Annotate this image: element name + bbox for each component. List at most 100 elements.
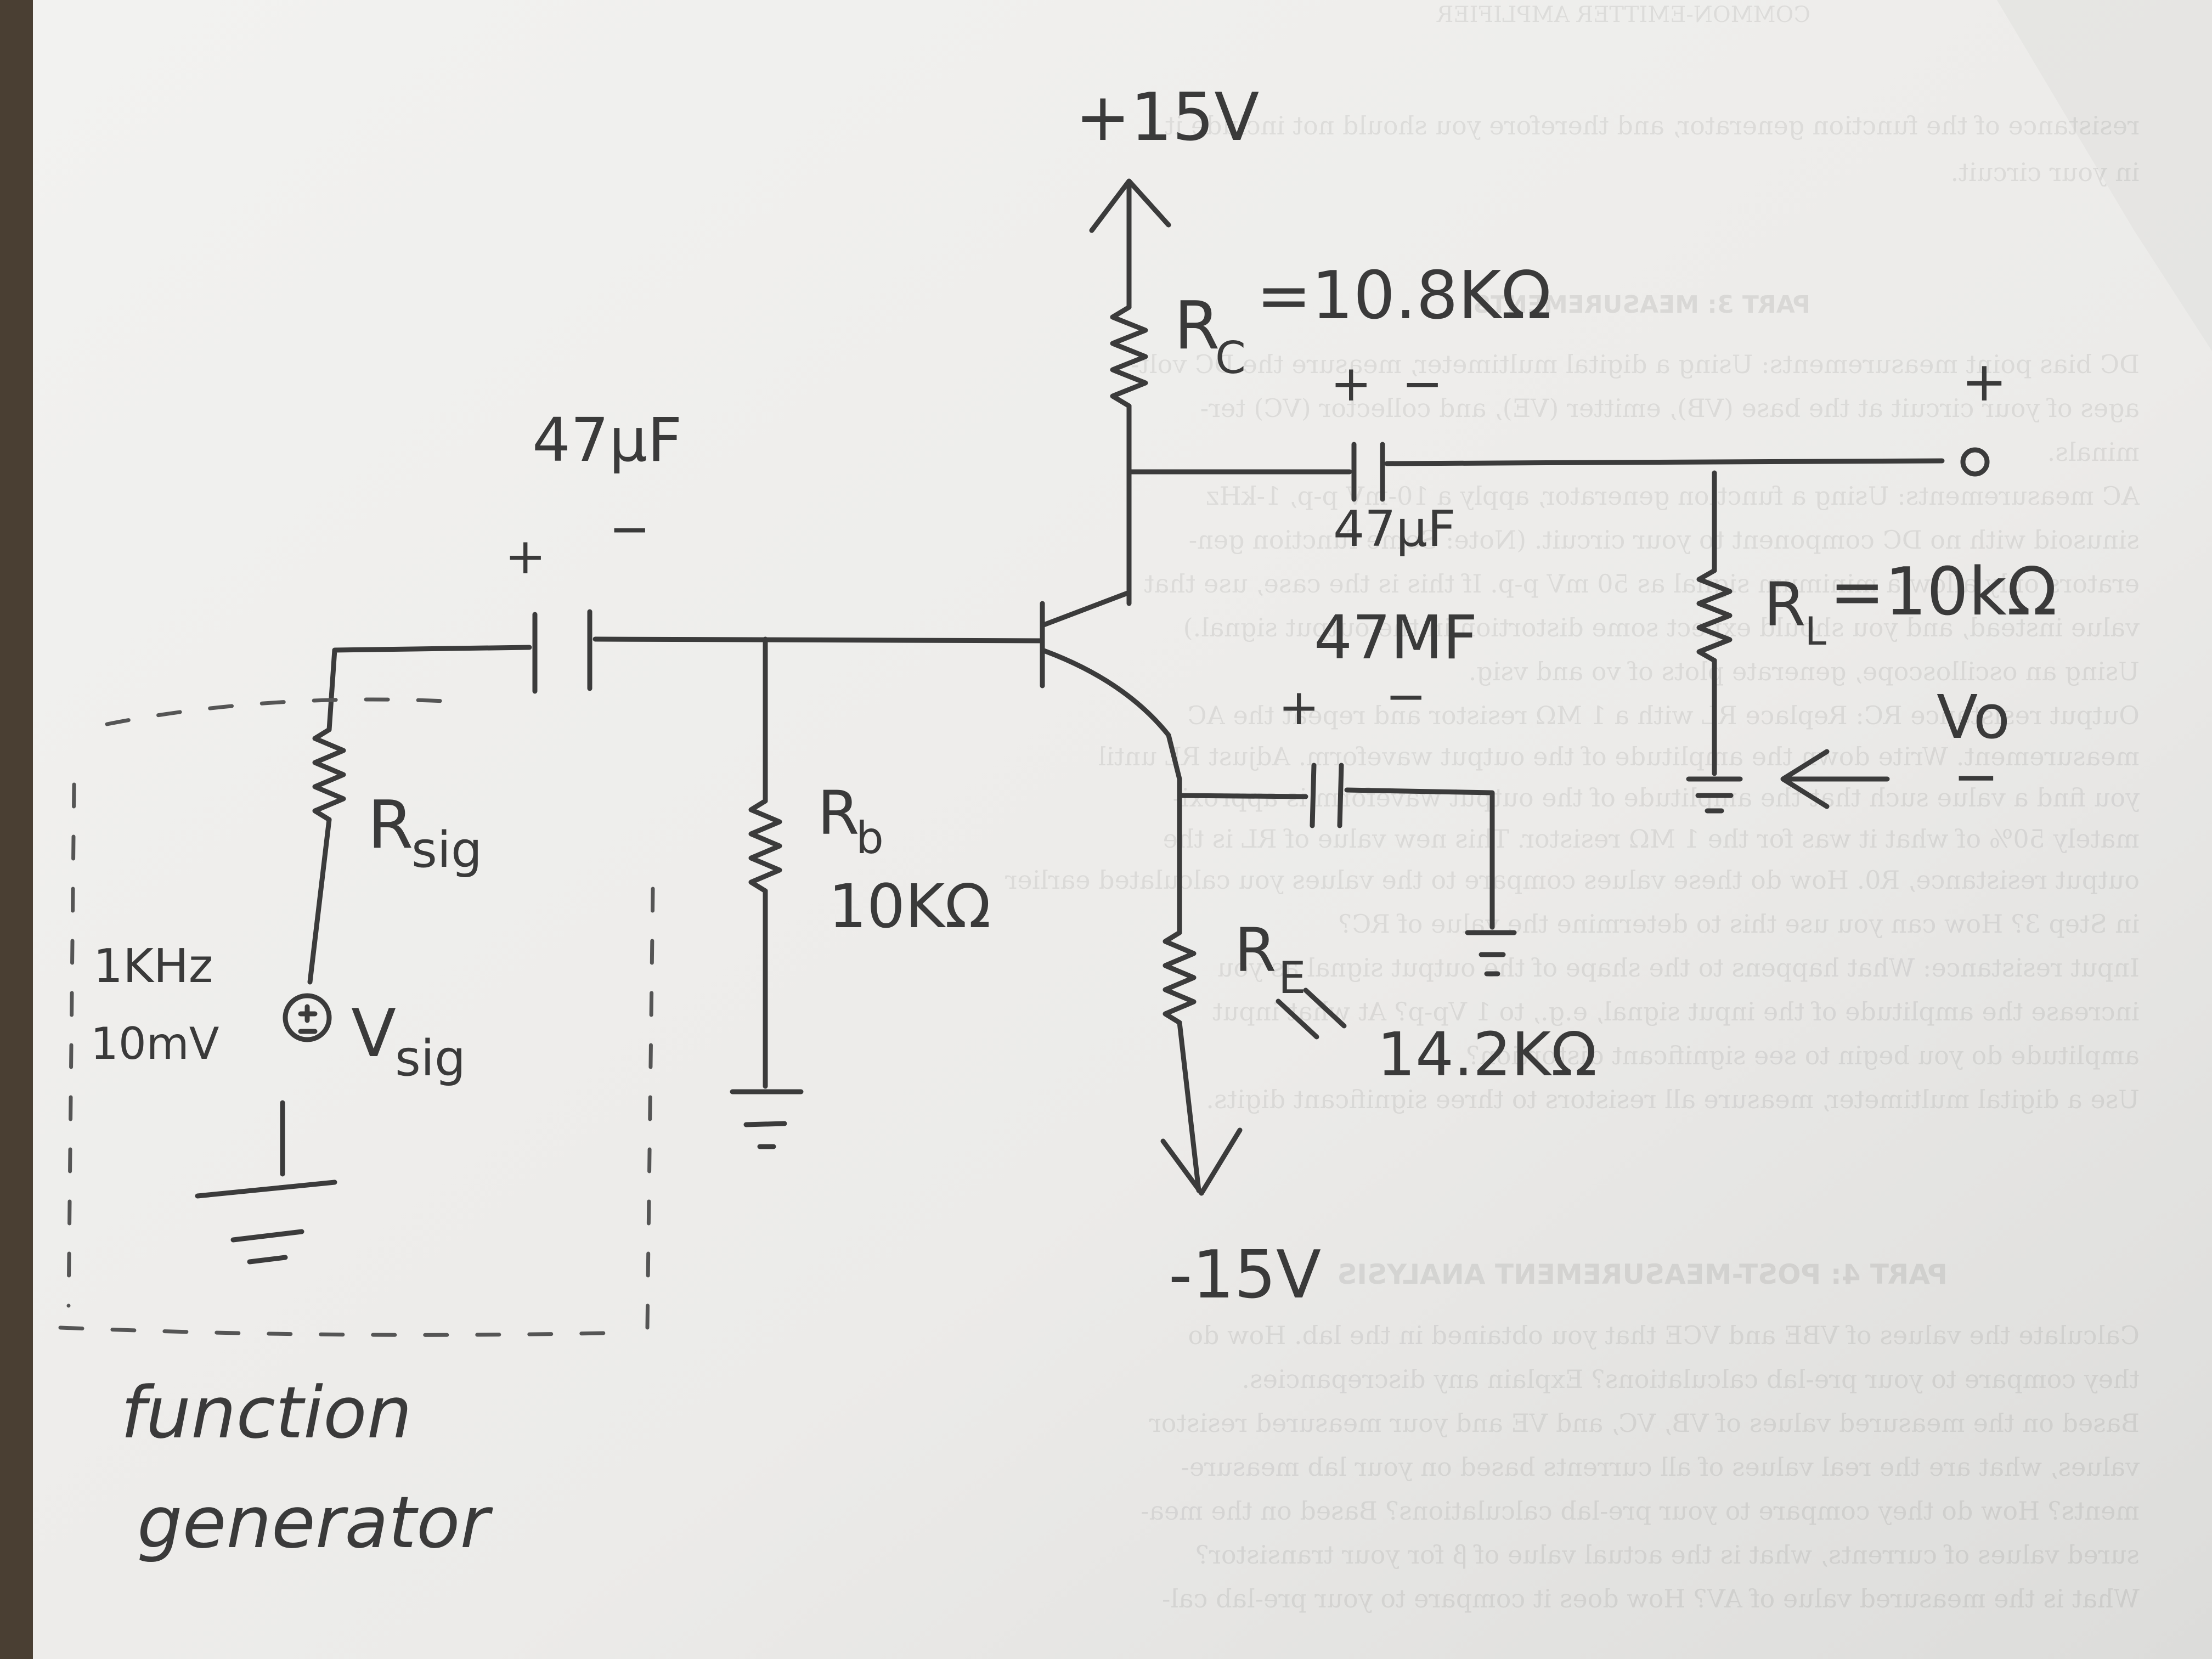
ghost-line: resistance of the function generator, an…	[1165, 111, 2140, 140]
ghost-line: DC bias point measurements: Using a digi…	[1131, 349, 2140, 379]
rb-label-subscript: b	[856, 812, 884, 864]
rb-ground-symbol	[730, 1089, 804, 1149]
negative-supply-label: -15V	[1169, 1237, 1321, 1313]
ghost-line: ages of your circuit at the base (VB), e…	[1200, 393, 2140, 423]
output-minus-label: −	[1953, 744, 1999, 809]
rsig-label-subscript: sig	[411, 821, 482, 879]
bypass-to-ground-wire	[1344, 787, 1495, 930]
rl-label-subscript: L	[1805, 609, 1826, 654]
source-ground-symbol	[195, 1180, 337, 1265]
ghost-line: they compare to your pre-lab calculation…	[1242, 1364, 2140, 1394]
ghost-body-lines: resistance of the function generator, an…	[1005, 111, 2140, 1613]
rb-value: 10KΩ	[828, 871, 991, 941]
note-function: function	[121, 1371, 412, 1454]
ghost-line: value instead, and you should expect som…	[1183, 613, 2140, 642]
ghost-line: Input resistance: What happens to the sh…	[1217, 953, 2140, 983]
ghost-line: Using an oscilloscope, generate plots of…	[1469, 657, 2140, 686]
output-cap-value: 47μF	[1333, 500, 1456, 558]
output-cap-plus: +	[1330, 355, 1372, 413]
ghost-line: sured values of currents, what is the ac…	[1195, 1540, 2140, 1570]
ghost-line: measurement. Write down the amplitude of…	[1098, 742, 2140, 771]
ghost-line: ments? How do they compare to your pre-l…	[1141, 1496, 2140, 1526]
rsig-resistor-zigzag	[312, 727, 346, 822]
generator-box-top	[105, 697, 469, 726]
transistor-collector-leg	[1040, 590, 1132, 628]
rb-resistor-zigzag	[748, 798, 782, 894]
handwritten-labels: +15V R C =10.8KΩ + − 47μF 47μF + − 47MF …	[91, 80, 2057, 1564]
rsig-label-symbol: R	[368, 787, 413, 864]
output-cap-plates	[1351, 442, 1385, 502]
input-cap-plates	[532, 609, 592, 694]
ghost-line: minals.	[2047, 437, 2140, 467]
vsig-label-symbol: V	[351, 996, 396, 1072]
ghost-part4: PART 4: POST-MEASUREMENT ANALYSIS	[1337, 1259, 1948, 1290]
source-frequency: 1KHz	[93, 939, 213, 994]
re-value: 14.2KΩ	[1377, 1019, 1597, 1090]
re-resistor-zigzag	[1163, 930, 1197, 1025]
output-plus-label: +	[1961, 349, 2007, 414]
re-label-subscript: E	[1278, 952, 1306, 1003]
ghost-line: sinusoid with no DC component to your ci…	[1189, 525, 2140, 555]
ghost-line: AC measurements: Using a function genera…	[1206, 481, 2140, 511]
ghost-line: values, what are the real values of all …	[1181, 1452, 2140, 1482]
bypass-cap-minus: −	[1385, 668, 1426, 725]
bypass-cap-plates	[1310, 763, 1344, 828]
vo-arrow	[1780, 749, 1890, 809]
bypass-ground-symbol	[1465, 930, 1517, 977]
note-generator: generator	[137, 1481, 493, 1564]
rc-label-symbol: R	[1174, 288, 1220, 364]
rc-value: =10.8KΩ	[1256, 258, 1551, 334]
ghost-line: you find a value such that the amplitude…	[1173, 783, 2141, 812]
vsig-source-circle	[283, 993, 332, 1042]
output-wire	[1384, 458, 1945, 466]
base-wire	[592, 636, 1045, 644]
rb-label-symbol: R	[817, 778, 859, 848]
ghost-line: Use a digital multimeter, measure all re…	[1206, 1085, 2140, 1114]
paper-fold	[1997, 0, 2212, 351]
rl-label-symbol: R	[1764, 569, 1805, 640]
ghost-line: What is the measured value of AV? How do…	[1162, 1584, 2140, 1613]
ghost-line: Output resistance RC: Replace RL with a …	[1187, 701, 2140, 730]
input-cap-plus: +	[505, 528, 546, 585]
ghost-line: increase the amplitude of the input sign…	[1212, 997, 2140, 1026]
transistor-emitter-leg	[1040, 647, 1182, 782]
circuit-wires	[58, 178, 1990, 1337]
input-left-wire	[326, 645, 532, 732]
rl-ground-symbol	[1686, 776, 1743, 814]
rc-resistor-zigzag	[1110, 304, 1148, 409]
rl-resistor-zigzag	[1696, 568, 1733, 663]
ghost-header: COMMON-EMITTER AMPLIFIER	[1436, 2, 1810, 27]
generator-box-right	[645, 887, 655, 1330]
input-cap-value: 47μF	[532, 405, 682, 475]
ghost-line: in your circuit.	[1950, 157, 2140, 187]
output-cap-minus: −	[1402, 355, 1443, 413]
positive-supply-arrow	[1089, 178, 1171, 233]
paper-sheet	[33, 0, 2212, 1659]
rl-value: =10kΩ	[1830, 554, 2057, 630]
source-amplitude: 10mV	[91, 1018, 219, 1069]
output-terminal	[1960, 447, 1990, 477]
bypass-cap-plus: +	[1278, 679, 1319, 736]
ghost-line: output resistance, R0. How do these valu…	[1005, 865, 2140, 895]
ghost-line: Based on the measured values of VB, VC, …	[1149, 1408, 2140, 1438]
positive-supply-label: +15V	[1075, 80, 1259, 156]
negative-supply-arrow	[1160, 1127, 1243, 1196]
generator-box-bottom	[58, 1325, 606, 1337]
bypass-cap-value: 47MF	[1314, 602, 1477, 673]
vsig-polarity-marks	[298, 1004, 318, 1034]
ghost-line: erators only allow a minimum signal as 5…	[1144, 569, 2140, 599]
emitter-to-bypass-wire	[1177, 793, 1308, 799]
vo-label: Vo	[1937, 682, 2010, 752]
ghost-line: Calculate the values of VBE and VCE that…	[1188, 1321, 2140, 1350]
input-cap-minus: −	[609, 500, 650, 558]
rc-label-subscript: C	[1215, 332, 1246, 383]
re-leader-ticks	[1276, 988, 1347, 1040]
ghost-part3: PART 3: MEASUREMENTS	[1473, 291, 1810, 319]
ghost-line: in Step 3? How can you use this to deter…	[1339, 909, 2140, 939]
ghost-line: mately 50% of what it was for the 1 MΩ r…	[1163, 824, 2140, 854]
generator-box-left	[66, 782, 76, 1308]
rsig-wire-bottom	[307, 817, 332, 985]
re-wire-bottom	[1177, 1020, 1201, 1193]
